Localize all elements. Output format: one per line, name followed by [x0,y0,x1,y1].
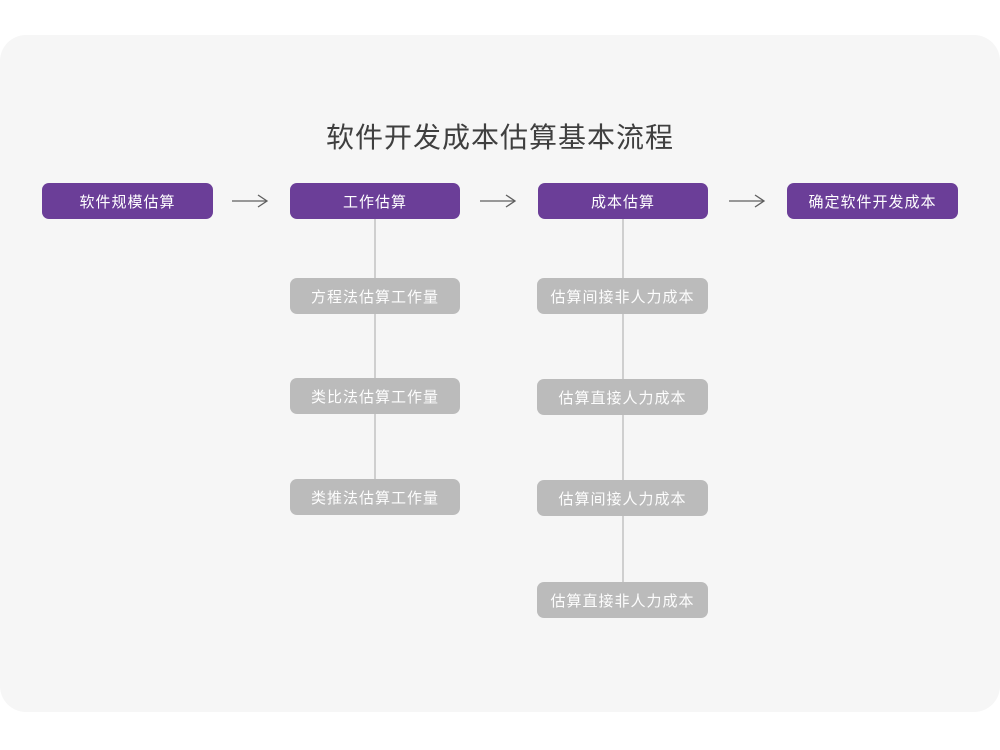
arrow-right-icon [480,194,517,208]
sub-node-indirect-labor-cost: 估算间接人力成本 [537,480,708,516]
flow-node-determine-dev-cost: 确定软件开发成本 [787,183,958,219]
flow-node-work-estimation: 工作估算 [290,183,460,219]
arrow-right-icon [232,194,269,208]
flow-node-cost-estimation: 成本估算 [538,183,708,219]
diagram-card [0,35,1000,712]
sub-node-equation-method: 方程法估算工作量 [290,278,460,314]
flow-node-software-scale-estimation: 软件规模估算 [42,183,213,219]
sub-node-direct-labor-cost: 估算直接人力成本 [537,379,708,415]
diagram-title: 软件开发成本估算基本流程 [325,121,674,153]
sub-node-extrapolation-method: 类推法估算工作量 [290,479,460,515]
sub-node-analogy-method: 类比法估算工作量 [290,378,460,414]
sub-node-indirect-nonlabor-cost: 估算间接非人力成本 [537,278,708,314]
arrow-right-icon [729,194,766,208]
sub-node-direct-nonlabor-cost: 估算直接非人力成本 [537,582,708,618]
connector-line-work-estimation [374,219,376,498]
